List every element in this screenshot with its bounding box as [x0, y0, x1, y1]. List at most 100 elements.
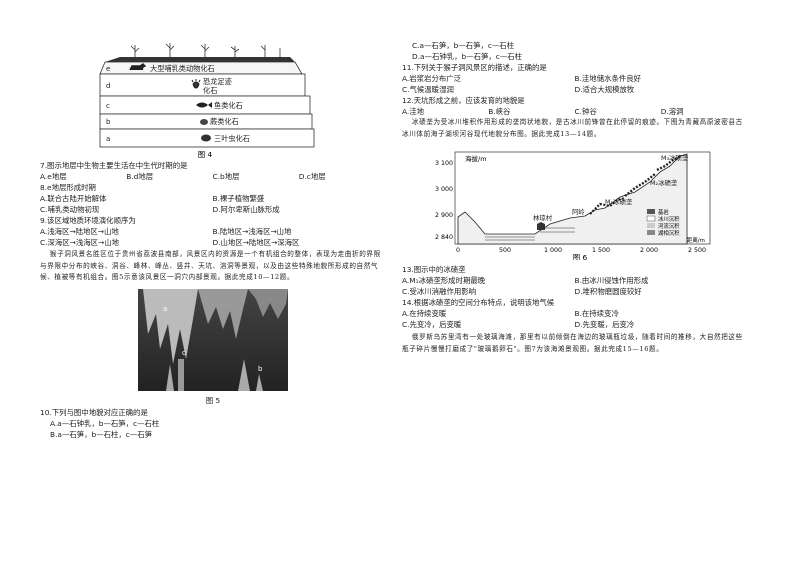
- q13-option-a: A.M₁冰碛垄形成时期最晚: [402, 276, 486, 286]
- right-column: C.a—石笋，b—石笋，c—石柱 D.a—石钟乳，b—石笋，c—石柱 11.下列…: [402, 40, 747, 355]
- legend-glacial: 冰川沉积: [658, 215, 680, 223]
- x-tick-1500: 1 500: [591, 247, 609, 254]
- question-11-stem: 11.下列关于猴子洞风景区的描述，正确的是: [402, 63, 547, 72]
- q11-option-b: B.洼地储水条件良好: [574, 74, 642, 83]
- question-9-options-row2: C.深海区→浅海区→山地 D.山地区→陆地区→深海区: [40, 237, 385, 248]
- q13-option-b: B.由冰川侵蚀作用形成: [574, 276, 649, 286]
- q7-option-d: D.c地层: [298, 172, 326, 181]
- dinosaur-footprint-icon: [191, 79, 201, 89]
- surface-layer: [105, 57, 295, 62]
- layer-e-letter: e: [106, 65, 110, 73]
- legend-swatch-lake: [646, 230, 655, 236]
- fish-fossil-icon: [196, 102, 212, 108]
- figure-6-moraine-profile: 海拔/m 3 100 3 000 2 900 2 840 0 500 1 000…: [434, 151, 710, 260]
- question-9-options-row1: A.浅海区→陆地区→山地 B.陆地区→浅海区→山地: [40, 226, 385, 237]
- x-axis-label: 距离/m: [687, 236, 705, 244]
- legend-lake: 湖相沉积: [658, 229, 680, 237]
- q9-option-c: C.深海区→浅海区→山地: [40, 238, 120, 247]
- figure-5-caption: 图 5: [205, 396, 220, 405]
- question-13-options-row1: A.M₁冰碛垄形成时期最晚 B.由冰川侵蚀作用形成: [402, 275, 747, 286]
- mammal-fossil-icon: [129, 63, 147, 71]
- y-tick-2840: 2 840: [434, 234, 452, 241]
- question-10: 10.下列与图中地貌对应正确的是 A.a—石钟乳，b—石笋，c—石柱 B.a—石…: [40, 407, 385, 440]
- legend-swatch-glacial: [646, 215, 655, 222]
- label-m2-moraine: M₂冰碛垄: [650, 178, 678, 187]
- question-11-options-row1: A.岩浆岩分布广泛 B.洼地储水条件良好: [402, 73, 747, 84]
- question-12-stem: 12.天坑形成之前，应该发育的地貌是: [402, 96, 525, 105]
- question-13-options-row2: C.受冰川消融作用影响 D.堆积物磨圆度较好: [402, 286, 747, 297]
- terrain-profile: [457, 153, 687, 245]
- q14-option-d: D.先变暖，后变冷: [574, 320, 635, 330]
- q12-option-c: C.钟谷: [574, 107, 597, 116]
- lake-sediment: [484, 227, 575, 241]
- q12-option-b: B.峡谷: [488, 107, 511, 116]
- q9-option-d: D.山地区→陆地区→深海区: [212, 238, 300, 247]
- layer-c-letter: c: [106, 102, 110, 110]
- question-8-options-row1: A.联合古陆开始解体 B.裸子植物繁盛: [40, 193, 385, 204]
- x-tick-500: 500: [498, 247, 510, 254]
- label-m3-moraine: M₃冰碛垄: [661, 153, 689, 162]
- x-tick-1000: 1 000: [543, 247, 561, 254]
- figure-4-strata-diagram: e d c b a 大型哺乳类动物化石 恐龙足迹 化石 鱼类化石 蕨类化石 三叶…: [99, 43, 315, 159]
- layer-b-label: 蕨类化石: [210, 117, 239, 126]
- village-marker: [536, 222, 545, 231]
- question-14: 14.根据冰碛垄的空间分布特点，说明该地气候 A.在持续变暖 B.在持续变冷 C…: [402, 297, 747, 330]
- moraine-m1: [588, 197, 625, 215]
- q7-option-b: B.d地层: [126, 172, 154, 181]
- label-m1-moraine: M₁冰碛垄: [605, 197, 633, 206]
- x-tick-2500: 2 500: [687, 247, 705, 254]
- q8-option-d: D.阿尔卑斯山脉形成: [212, 205, 280, 214]
- q9-option-b: B.陆地区→浅海区→山地: [212, 227, 292, 236]
- layer-e-label: 大型哺乳类动物化石: [150, 64, 215, 73]
- question-10-stem: 10.下列与图中地貌对应正确的是: [40, 407, 148, 417]
- q11-option-c: C.气候温暖湿润: [402, 85, 454, 94]
- q14-option-b: B.在持续变冷: [574, 309, 619, 319]
- q11-option-d: D.适合大规模放牧: [574, 85, 635, 94]
- question-7: 7.图示地层中生物主要生活在中生代时期的是 A.e地层 B.d地层 C.b地层 …: [40, 160, 385, 182]
- layer-a-letter: a: [106, 135, 110, 143]
- q14-option-c: C.先变冷，后变暖: [402, 320, 462, 330]
- left-column: e d c b a 大型哺乳类动物化石 恐龙足迹 化石 鱼类化石 蕨类化石 三叶…: [40, 40, 385, 440]
- label-aling: 阿岭: [572, 207, 585, 216]
- question-8-options-row2: C.哺乳类动物初现 D.阿尔卑斯山脉形成: [40, 204, 385, 215]
- question-13: 13.图示中的冰碛垄 A.M₁冰碛垄形成时期最晚 B.由冰川侵蚀作用形成 C.受…: [402, 264, 747, 297]
- q13-option-c: C.受冰川消融作用影响: [402, 287, 477, 297]
- label-linqiong-village: 林琼村: [533, 213, 553, 222]
- question-7-stem: 7.图示地层中生物主要生活在中生代时期的是: [40, 161, 188, 170]
- moraine-m2: [623, 173, 656, 198]
- q8-option-a: A.联合古陆开始解体: [40, 194, 107, 203]
- grass-plants: [130, 43, 281, 58]
- q9-option-a: A.浅海区→陆地区→山地: [40, 227, 119, 236]
- q11-option-a: A.岩浆岩分布广泛: [402, 74, 462, 83]
- layer-c-label: 鱼类化石: [214, 101, 243, 110]
- question-7-options: A.e地层 B.d地层 C.b地层 D.c地层: [40, 171, 385, 182]
- layer-b-letter: b: [106, 118, 111, 126]
- y-tick-2900: 2 900: [434, 212, 452, 219]
- q8-option-b: B.裸子植物繁盛: [212, 194, 265, 203]
- q13-option-d: D.堆积物磨圆度较好: [574, 287, 642, 297]
- legend-swatch-bedrock: [646, 209, 655, 215]
- q12-option-d: D.溶洞: [660, 107, 684, 116]
- passage-moraine: 冰碛垄为受冰川堆积作用形成的垄岗状地貌，是古冰川前锋曾在此停留的痕迹。下图为青藏…: [402, 118, 743, 138]
- trilobite-fossil-icon: [201, 134, 211, 142]
- y-tick-3000: 3 000: [434, 186, 452, 193]
- y-axis-label: 海拔/m: [465, 154, 487, 163]
- question-14-options-row1: A.在持续变暖 B.在持续变冷: [402, 308, 747, 319]
- q12-option-a: A.洼地: [402, 107, 425, 116]
- q7-option-a: A.e地层: [40, 172, 67, 181]
- stalagmites: [165, 358, 263, 391]
- question-11-options-row2: C.气候温暖湿润 D.适合大规模放牧: [402, 84, 747, 95]
- q10-option-d: D.a—石钟乳，b—石笋，c—石柱: [412, 52, 523, 61]
- passage-glass-beach: 俄罗斯乌苏里湾有一处玻璃海滩，那里有以前倾倒在海边的玻璃瓶垃圾，随着时间的推移，…: [402, 333, 743, 353]
- legend-fluvial: 河流沉积: [658, 222, 680, 230]
- figure-5-label-a: a: [163, 305, 167, 313]
- question-12: 12.天坑形成之前，应该发育的地貌是 A.洼地 B.峡谷 C.钟谷 D.溶洞: [402, 95, 747, 117]
- legend-swatch-fluvial: [646, 223, 655, 229]
- question-14-stem: 14.根据冰碛垄的空间分布特点，说明该地气候: [402, 298, 555, 308]
- question-12-options: A.洼地 B.峡谷 C.钟谷 D.溶洞: [402, 106, 747, 117]
- moraine-m3: [655, 155, 682, 172]
- layer-d-label-line1: 恐龙足迹: [203, 77, 232, 86]
- q7-option-c: C.b地层: [212, 172, 240, 181]
- figure-5-label-b: b: [258, 365, 263, 373]
- layer-d-label-line2: 化石: [203, 86, 217, 95]
